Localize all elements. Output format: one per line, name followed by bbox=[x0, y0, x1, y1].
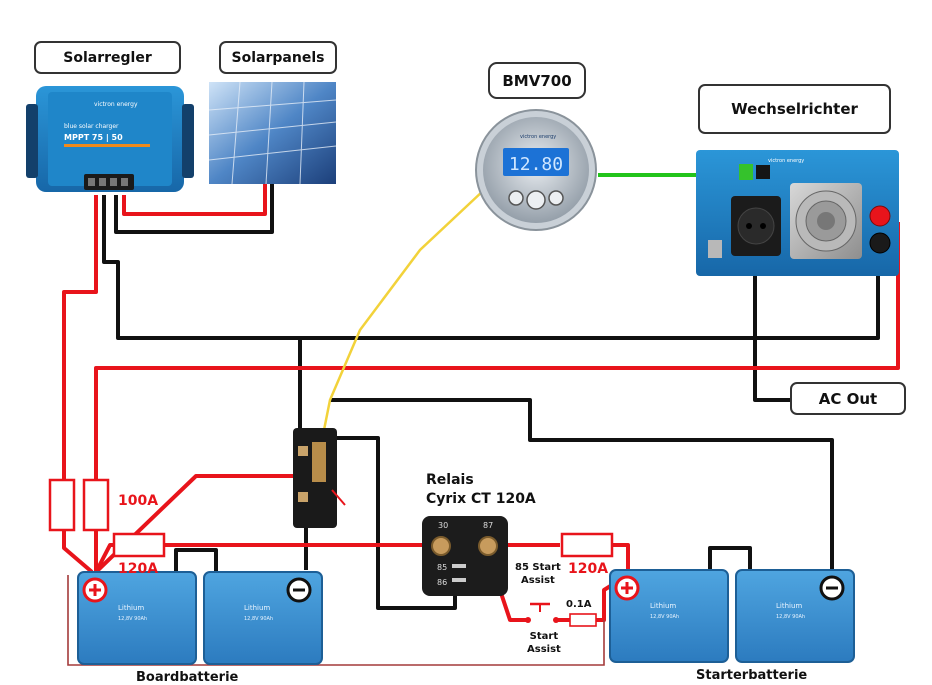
bmv-signal-wire bbox=[320, 189, 485, 441]
fuse-120a-left bbox=[112, 532, 166, 558]
relay-pin-86: 86 bbox=[437, 578, 447, 587]
label-solar-controller: Solarregler bbox=[34, 41, 181, 74]
plus-terminal-icon bbox=[82, 577, 108, 603]
inverter-brand: victron energy bbox=[768, 158, 804, 164]
fuse-120a-right bbox=[560, 532, 614, 558]
shunt bbox=[293, 428, 346, 528]
battery-sub: 12,8V 90Ah bbox=[776, 614, 805, 620]
starter-battery-1: Lithium 12,8V 90Ah bbox=[609, 569, 729, 663]
solar-controller: victron energy blue solar charger MPPT 7… bbox=[26, 86, 194, 192]
battery-model: Lithium bbox=[244, 604, 270, 612]
label-solar-panels: Solarpanels bbox=[219, 41, 337, 74]
inverter: victron energy bbox=[696, 150, 899, 276]
battery-monitor: victron energy 12.80 bbox=[475, 109, 597, 231]
bmv-brand: victron energy bbox=[520, 134, 556, 140]
label-starter-battery: Starterbatterie bbox=[696, 668, 808, 683]
relay-pin-30: 30 bbox=[438, 521, 448, 530]
wires-negative bbox=[102, 182, 880, 610]
label-start-assist-switch: Start Assist bbox=[527, 631, 561, 655]
label-fuse-120a-right: 120A bbox=[568, 561, 609, 577]
minus-terminal-icon bbox=[819, 575, 845, 601]
mppt-line1: blue solar charger bbox=[64, 123, 119, 130]
relay-pin-87: 87 bbox=[483, 521, 493, 530]
battery-sub: 12,8V 90Ah bbox=[244, 616, 273, 622]
fuse-100a-1 bbox=[48, 478, 76, 532]
relay: 30 87 85 86 bbox=[422, 516, 508, 596]
mppt-brand: victron energy bbox=[94, 101, 138, 108]
minus-terminal-icon bbox=[286, 577, 312, 603]
battery-sub: 12,8V 90Ah bbox=[118, 616, 147, 622]
battery-sub: 12,8V 90Ah bbox=[650, 614, 679, 620]
starter-battery-bank: Lithium 12,8V 90Ah Lithium 12,8V 90Ah bbox=[609, 569, 855, 663]
label-ac-out: AC Out bbox=[790, 382, 906, 415]
label-battery-monitor: BMV700 bbox=[488, 62, 586, 99]
fuse-100a-2 bbox=[82, 478, 110, 532]
relay-pin-85: 85 bbox=[437, 563, 447, 572]
fuse-small bbox=[569, 613, 597, 627]
mppt-model: MPPT 75 | 50 bbox=[64, 133, 123, 142]
label-start-assist-terminal: 85 Start Assist bbox=[515, 562, 561, 586]
label-fuse-120a-left: 120A bbox=[118, 561, 159, 577]
start-assist-switch bbox=[525, 602, 559, 623]
battery-model: Lithium bbox=[650, 602, 676, 610]
label-relay-line1: Relais bbox=[426, 472, 474, 488]
label-house-battery: Boardbatterie bbox=[136, 670, 239, 685]
solar-panel bbox=[208, 81, 337, 185]
plus-terminal-icon bbox=[614, 575, 640, 601]
label-fuse-small: 0.1A bbox=[566, 599, 592, 610]
house-battery-bank: Lithium 12,8V 90Ah Lithium 12,8V 90Ah bbox=[77, 571, 323, 665]
battery-model: Lithium bbox=[118, 604, 144, 612]
label-inverter: Wechselrichter bbox=[698, 84, 891, 134]
sense-wire bbox=[67, 575, 605, 666]
fuses bbox=[48, 478, 614, 627]
bmv-display: 12.80 bbox=[509, 154, 563, 175]
label-fuse-100a: 100A bbox=[118, 493, 159, 509]
battery-model: Lithium bbox=[776, 602, 802, 610]
label-relay-line2: Cyrix CT 120A bbox=[426, 491, 536, 507]
house-battery-1: Lithium 12,8V 90Ah bbox=[77, 571, 197, 665]
